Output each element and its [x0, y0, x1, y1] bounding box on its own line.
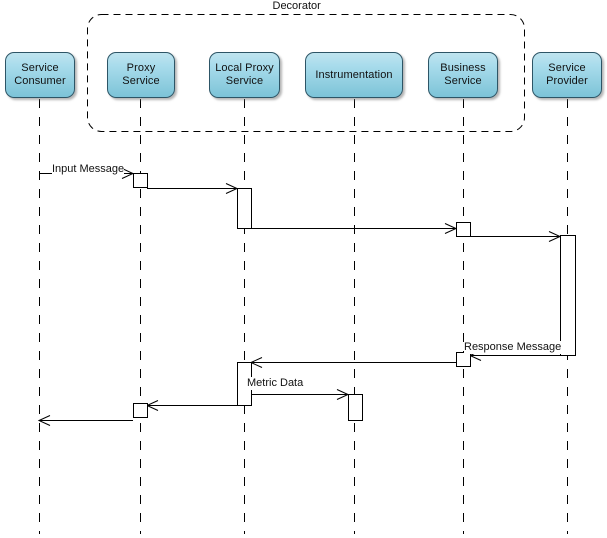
activation-bar-act-proxy-1 [133, 173, 148, 188]
message-msg-return-3 [37, 415, 133, 426]
message-msg-metric [251, 389, 350, 400]
activation-bar-act-provider-1 [560, 235, 576, 356]
activation-bar-act-business-1 [456, 222, 471, 237]
participant-box-instrumentation[interactable]: Instrumentation [305, 52, 403, 98]
message-msg-forward-3 [470, 231, 562, 242]
activation-bar-act-proxy-2 [133, 403, 148, 418]
participant-label-instrumentation: Instrumentation [315, 68, 393, 81]
decorator-frame-group [87, 14, 525, 132]
messages-group [37, 168, 562, 426]
message-msg-forward-2 [251, 223, 458, 234]
message-msg-forward-1 [147, 183, 239, 194]
activation-bar-act-business-2 [456, 352, 471, 367]
decorator-frame-label: Decorator [272, 0, 321, 12]
message-msg-return-1 [249, 357, 456, 368]
activation-bar-act-instr-1 [348, 394, 363, 421]
message-label-msg-metric: Metric Data [247, 377, 304, 390]
message-arrowhead-msg-return-3 [37, 415, 51, 426]
message-label-msg-input: Input Message [52, 163, 125, 176]
activation-bars-group [133, 173, 576, 421]
activation-bar-act-local-1 [237, 188, 252, 229]
decorator-frame-rect [87, 14, 525, 132]
message-msg-return-2 [145, 400, 237, 411]
message-label-msg-response: Response Message [464, 341, 562, 354]
